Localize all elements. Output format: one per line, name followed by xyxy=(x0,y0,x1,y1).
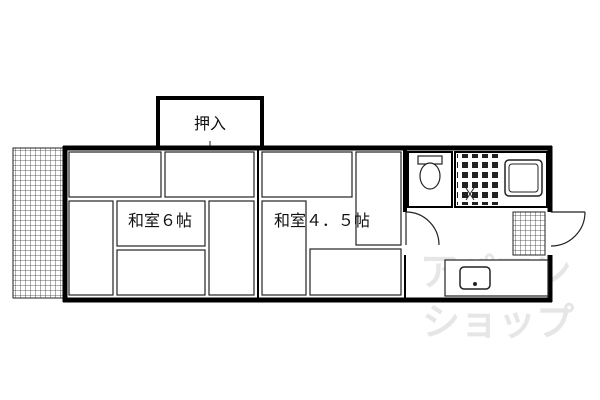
room-right-tatami xyxy=(261,151,402,296)
closet-label: 押入 xyxy=(194,114,226,133)
entrance-floor xyxy=(512,211,546,256)
watermark-line2: ショップ xyxy=(422,300,574,344)
room-left-tatami xyxy=(68,151,255,296)
room-right-label: 和室４．５帖 xyxy=(274,211,370,230)
entrance-door xyxy=(550,211,586,247)
kitchen-counter xyxy=(444,259,549,297)
toilet xyxy=(407,151,453,208)
room-left-label: 和室６帖 xyxy=(128,211,192,230)
toilet-door xyxy=(405,211,440,246)
outer-walls xyxy=(62,145,553,303)
closet: 押入 xyxy=(156,96,264,150)
bathroom xyxy=(454,151,548,208)
balcony xyxy=(12,147,64,299)
